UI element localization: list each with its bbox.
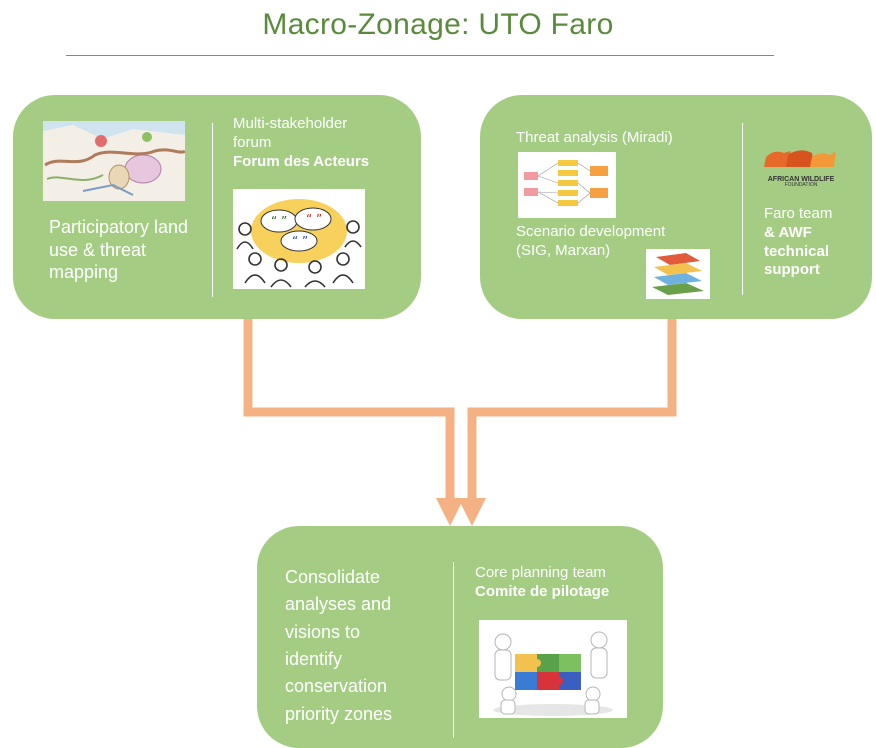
forum-text: Multi-stakeholder forum Forum des Acteur… xyxy=(233,115,369,171)
awf-logo-text-1: AFRICAN WILDLIFE xyxy=(767,176,835,183)
left-box-divider xyxy=(212,123,213,297)
participatory-map-image xyxy=(43,121,185,201)
awf-animals-icon xyxy=(764,150,836,167)
core-team-line: Core planning team xyxy=(475,564,606,581)
forum-line-1: Multi-stakeholder xyxy=(233,115,348,132)
participatory-line-3: mapping xyxy=(49,262,119,282)
participatory-line-1: Participatory land xyxy=(49,217,189,237)
faro-team-bold-2: technical xyxy=(764,242,830,260)
arrow-left-to-bottom xyxy=(243,318,455,500)
scenario-line-1: Scenario development xyxy=(516,223,666,240)
faro-team-line: Faro team xyxy=(764,205,833,222)
core-team-text: Core planning team Comite de pilotage xyxy=(475,564,609,602)
page-title: Macro-Zonage: UTO Faro xyxy=(262,8,614,41)
awf-logo: AFRICAN WILDLIFE FOUNDATION xyxy=(760,145,842,189)
faro-team-bold-1: & AWF xyxy=(764,223,812,241)
miradi-diagram-image xyxy=(518,152,616,218)
consolidate-line-1: Consolidate xyxy=(285,567,381,587)
right-box-divider xyxy=(742,123,743,295)
threat-analysis-box: Threat analysis (Miradi) Scenario develo… xyxy=(480,95,872,319)
consolidation-box: Consolidate analyses and visions to iden… xyxy=(257,526,663,748)
consolidate-line-2: analyses and xyxy=(285,594,392,615)
puzzle-team-image xyxy=(479,620,627,718)
stakeholder-forum-image: “ ” “ ” “ ” xyxy=(233,189,365,289)
marxan-layers-image xyxy=(646,249,710,299)
faro-team-text: Faro team & AWF technical support xyxy=(764,205,832,280)
bottom-box-divider xyxy=(453,562,454,738)
svg-text:“ ”: “ ” xyxy=(271,214,287,228)
consolidate-line-4: identify xyxy=(285,649,343,670)
arrow-right-to-bottom xyxy=(467,318,677,500)
consolidate-line-5: conservation xyxy=(285,676,388,697)
forum-line-2: forum xyxy=(233,133,272,151)
svg-text:“ ”: “ ” xyxy=(292,234,308,248)
participatory-mapping-box: Participatory land use & threat mapping … xyxy=(13,95,421,319)
participatory-line-2: use & threat xyxy=(49,239,147,260)
threat-analysis-label: Threat analysis (Miradi) xyxy=(516,129,673,146)
arrowhead-left xyxy=(436,498,464,526)
forum-bold-line: Forum des Acteurs xyxy=(233,152,370,170)
scenario-line-2: (SIG, Marxan) xyxy=(516,241,611,259)
core-team-bold-line: Comite de pilotage xyxy=(475,582,610,600)
faro-team-bold-3: support xyxy=(764,261,820,279)
consolidate-line-3: visions to xyxy=(285,621,361,642)
consolidate-text: Consolidate analyses and visions to iden… xyxy=(285,564,392,728)
svg-text:“ ”: “ ” xyxy=(306,212,322,226)
title-underline xyxy=(66,55,774,56)
awf-logo-text-2: FOUNDATION xyxy=(784,182,818,188)
participatory-text: Participatory land use & threat mapping xyxy=(49,216,188,284)
arrowhead-right xyxy=(458,498,486,526)
consolidate-line-6: priority zones xyxy=(285,703,393,724)
scenario-text: Scenario development (SIG, Marxan) xyxy=(516,223,665,261)
